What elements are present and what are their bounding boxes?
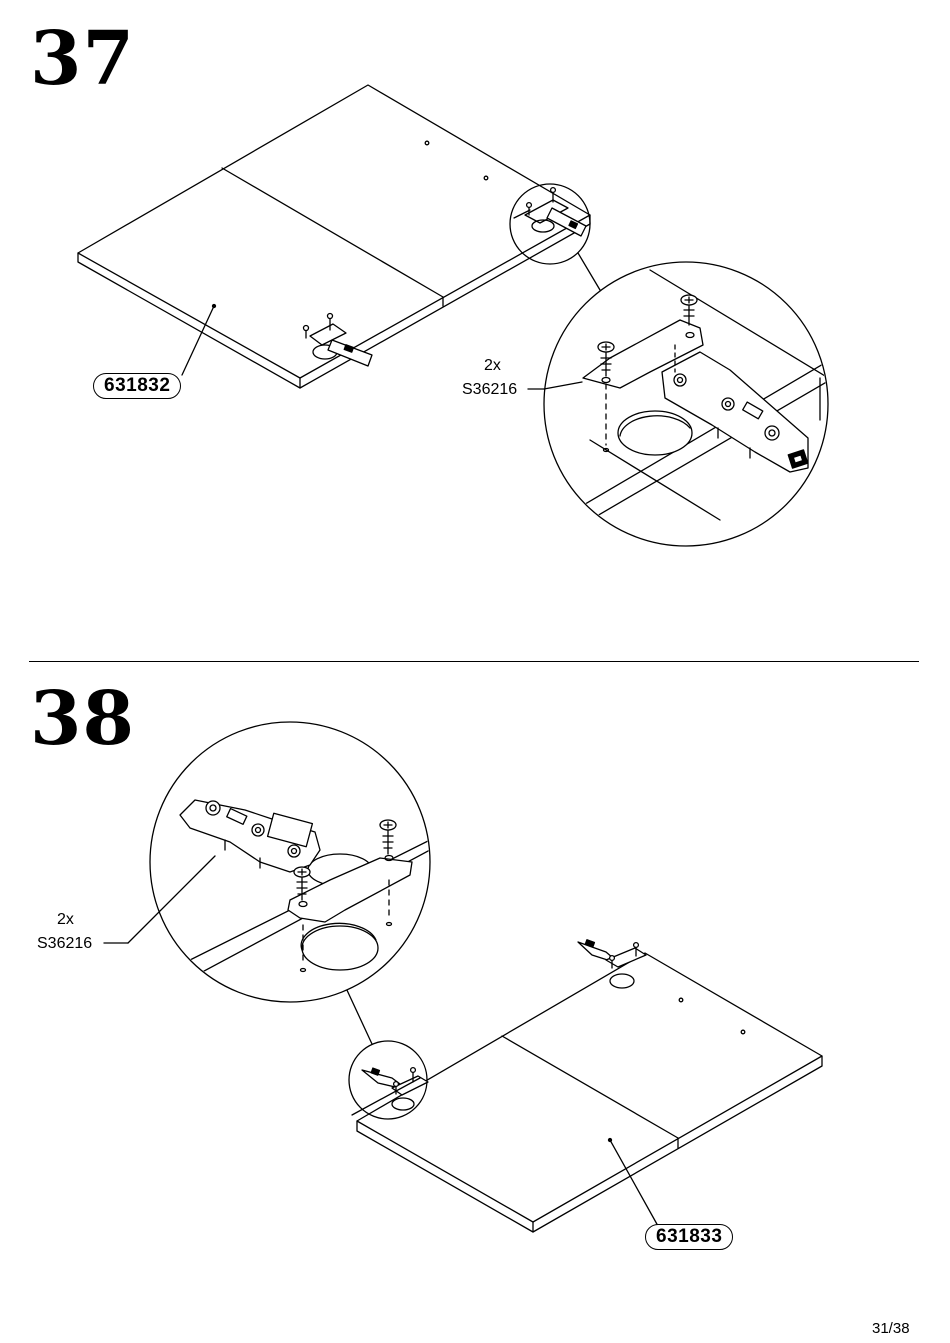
step-38-board xyxy=(357,953,822,1232)
step-number: 38 xyxy=(30,682,135,756)
page-number: 31/38 xyxy=(872,1320,910,1337)
step-37-large-circle xyxy=(544,262,840,546)
part-number-label: 631833 xyxy=(645,1224,733,1250)
step-38-large-circle xyxy=(104,722,430,1002)
step-number: 37 xyxy=(30,22,135,96)
hardware-quantity: 2x xyxy=(57,912,74,928)
part-number-label: 631832 xyxy=(93,373,181,399)
hardware-quantity: 2x xyxy=(484,358,501,374)
section-divider xyxy=(29,661,919,662)
hardware-code: S36216 xyxy=(462,382,517,398)
hardware-code: S36216 xyxy=(37,936,92,952)
